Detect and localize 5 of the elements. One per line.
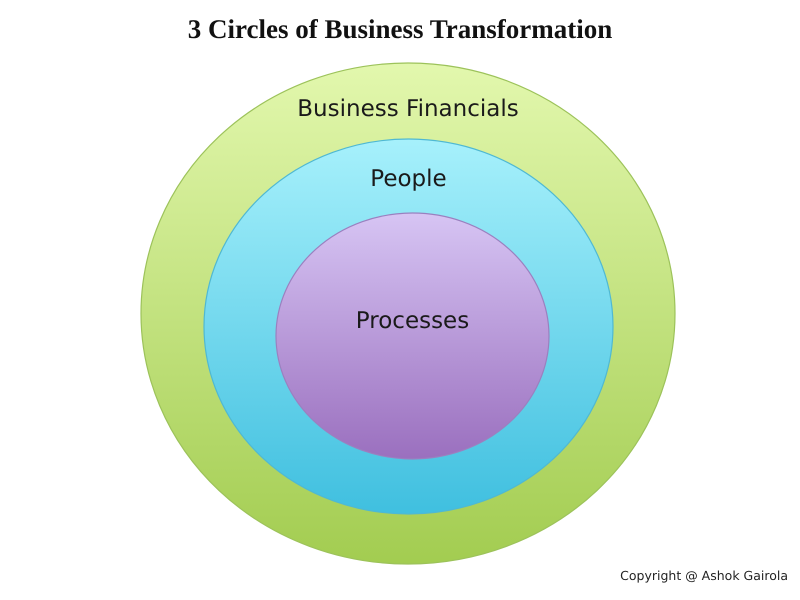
title: 3 Circles of Business Transformation [186,14,614,45]
circle-label: Processes [356,308,470,334]
circle-label: Business Financials [297,96,519,122]
copyright-note: Copyright @ Ashok Gairola [620,568,788,583]
circle-label: People [370,166,447,192]
